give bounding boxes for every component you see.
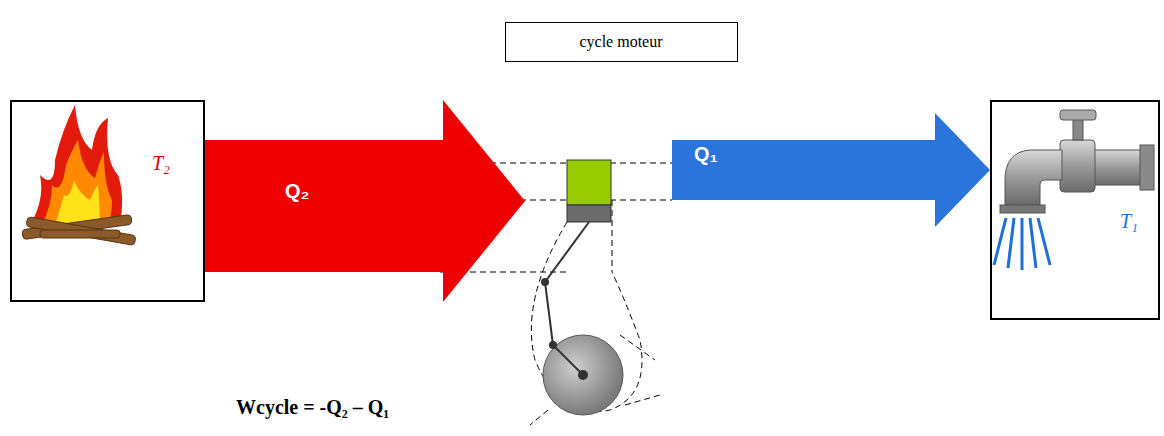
- heat-label: Q₂: [285, 180, 309, 203]
- heat-arrow: Q₁: [672, 113, 990, 227]
- cold-sink-box: T₁: [990, 100, 1160, 320]
- temperature-label: T₂: [152, 152, 170, 175]
- title-box: cycle moteur: [505, 22, 738, 62]
- temperature-label: T₁: [1120, 210, 1138, 233]
- fire-illustration: [22, 105, 136, 245]
- hot-source-box: T₂: [10, 100, 205, 302]
- formula-label: Wcycle = -Q₂ – Q₁: [236, 396, 389, 419]
- arrow-shape: [672, 113, 990, 227]
- faucet-illustration: [994, 110, 1154, 270]
- arrow-body: [672, 113, 990, 227]
- arrow-shape: [205, 100, 525, 302]
- piston: [567, 160, 611, 222]
- crank-wheel: [541, 222, 623, 415]
- heat-arrow: Q₂: [205, 100, 525, 302]
- heat-label: Q₁: [694, 143, 718, 166]
- arrow-body: [205, 100, 525, 302]
- title-text: cycle moteur: [579, 33, 662, 50]
